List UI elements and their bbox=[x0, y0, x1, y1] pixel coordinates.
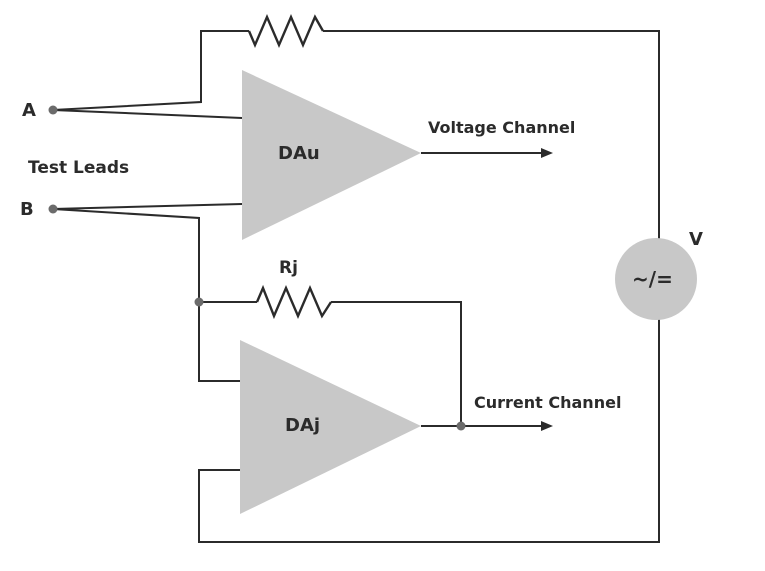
terminal-b-label: B bbox=[20, 199, 34, 220]
terminal-a-node bbox=[48, 105, 58, 115]
source-symbol-label: ~/= bbox=[632, 267, 673, 291]
voltage-channel-arrow bbox=[541, 148, 553, 158]
voltage-channel-label: Voltage Channel bbox=[428, 118, 575, 137]
terminal-b-node bbox=[48, 204, 58, 214]
resistor-rj-label: Rj bbox=[279, 258, 298, 278]
resistor-rj bbox=[255, 284, 333, 320]
current-channel-arrow bbox=[541, 421, 553, 431]
amplifier-dau-label: DAu bbox=[278, 143, 320, 164]
amplifier-dau bbox=[242, 70, 421, 240]
current-channel-label: Current Channel bbox=[474, 393, 621, 412]
wire-right-bottom bbox=[198, 314, 660, 543]
amplifier-daj bbox=[240, 340, 421, 514]
amplifier-daj-label: DAj bbox=[285, 415, 320, 436]
wire-a-to-dau bbox=[52, 109, 243, 119]
wire-top-right bbox=[323, 30, 660, 244]
wire-a-to-top bbox=[52, 30, 249, 111]
wire-rj-right bbox=[331, 301, 462, 426]
wire-b-down bbox=[52, 208, 242, 382]
terminal-a-label: A bbox=[22, 100, 36, 121]
source-v-label: V bbox=[689, 229, 703, 250]
wire-b-to-dau bbox=[52, 203, 243, 210]
junction-node-output bbox=[456, 421, 466, 431]
junction-node-left bbox=[194, 297, 204, 307]
voltage-source bbox=[615, 238, 697, 320]
test-leads-label: Test Leads bbox=[28, 158, 129, 178]
top-resistor bbox=[247, 13, 325, 49]
